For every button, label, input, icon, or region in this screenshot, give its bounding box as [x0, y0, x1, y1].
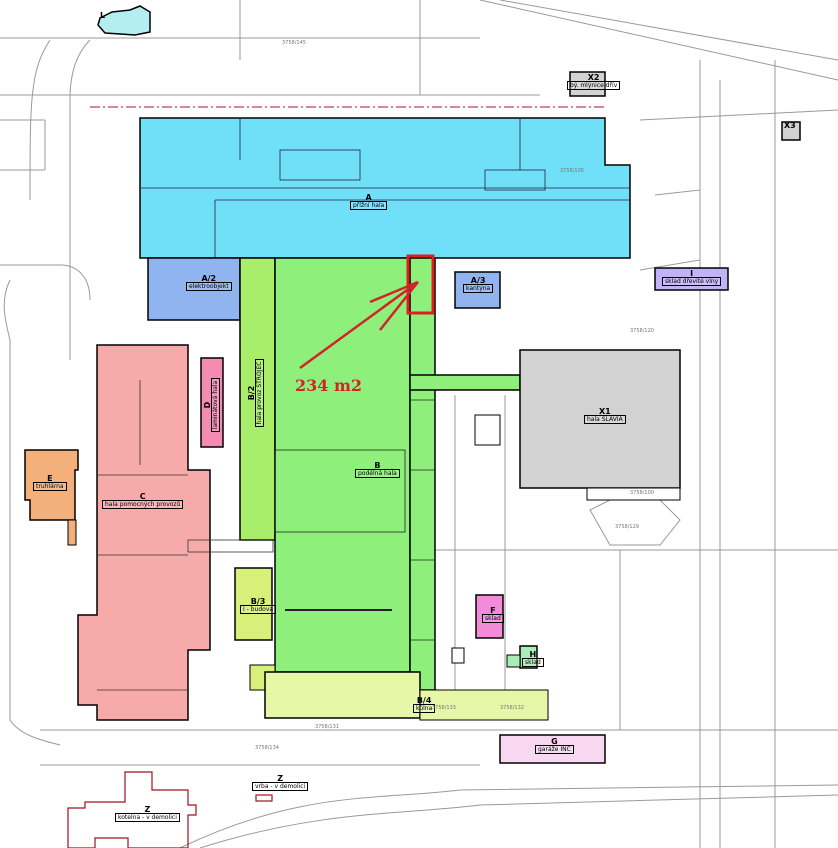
building-X2-shape — [569, 71, 606, 97]
parcel-number: 3758/145 — [282, 40, 306, 46]
building-G-shape — [499, 734, 606, 764]
parcel-number: 3758/105 — [560, 168, 584, 174]
parcel-number: 3758/100 — [630, 490, 654, 496]
building-I-shape — [654, 267, 729, 291]
parcel-number: 3758/133 — [432, 705, 456, 711]
building-L-shape — [97, 5, 151, 36]
building-X3-shape — [781, 121, 801, 141]
parcel-number: 3758/134 — [255, 745, 279, 751]
building-B3-shape — [234, 567, 273, 641]
parcel-number: 3758/120 — [630, 328, 654, 334]
building-A2-shape — [147, 257, 241, 321]
building-B-strip — [409, 257, 436, 691]
building-F-shape — [475, 594, 504, 639]
building-B2-shape — [239, 257, 276, 541]
label-building-L[interactable]: L — [100, 11, 106, 20]
highlight-annotation — [299, 254, 435, 370]
area-annotation: 234 m2 — [295, 376, 363, 395]
building-C-shape — [77, 344, 211, 721]
highlight-box — [406, 254, 435, 315]
building-B4-shape — [264, 671, 421, 719]
building-B-shape — [274, 257, 411, 673]
building-D-shape — [200, 357, 224, 448]
corridor-shape — [409, 374, 521, 391]
parcel-number: 3758/131 — [315, 724, 339, 730]
parcel-number: 3758/129 — [615, 524, 639, 530]
buildings-shapes — [24, 5, 801, 848]
label-building-X3[interactable]: X3 — [784, 121, 796, 130]
building-Z-small-shape — [255, 794, 273, 802]
building-X1-shape — [519, 349, 681, 489]
building-Z-boiler-shape — [67, 771, 197, 848]
parcel-number: 3758/132 — [500, 705, 524, 711]
